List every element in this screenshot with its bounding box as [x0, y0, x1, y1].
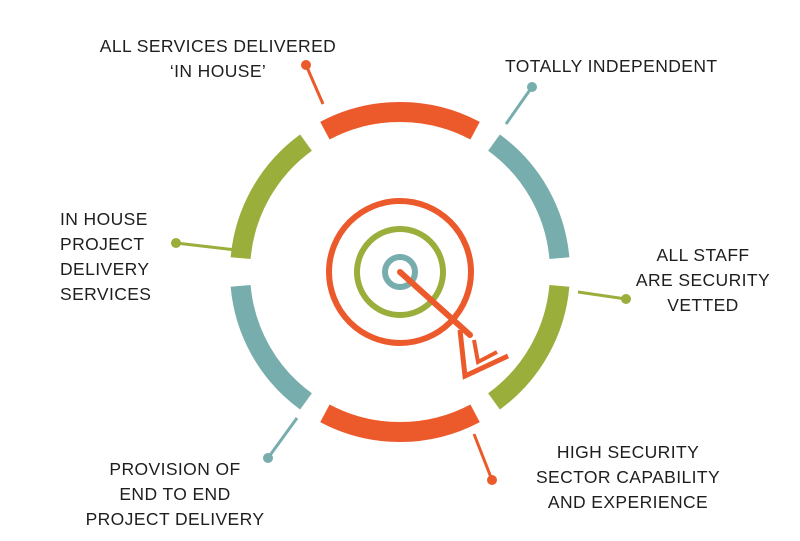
target-middle-ring: [354, 226, 446, 318]
label-line: HIGH SECURITY: [556, 442, 700, 462]
label-totally-independent: TOTALLY INDEPENDENT: [505, 54, 717, 79]
leader-line: [504, 86, 534, 125]
leader-dot: [621, 294, 631, 304]
label-line: TOTALLY INDEPENDENT: [505, 56, 718, 76]
target-inner-ring: [382, 254, 418, 290]
leader-right: [577, 290, 631, 304]
label-line: PROJECT DELIVERY: [85, 509, 265, 529]
leader-bottom-right: [472, 433, 497, 485]
leader-dot: [171, 238, 181, 248]
leader-top: [301, 60, 325, 105]
arrow-fletching-inner: [472, 339, 498, 366]
label-line: ALL SERVICES DELIVERED: [99, 36, 337, 56]
label-all-staff-security-vetted: ALL STAFF ARE SECURITY VETTED: [628, 243, 778, 318]
target-with-arrow-icon: [326, 198, 510, 380]
label-line: VETTED: [667, 295, 739, 315]
label-line: IN HOUSE: [60, 209, 148, 229]
segment-top-left: [230, 134, 313, 260]
segment-bottom-right: [487, 284, 570, 410]
leader-top-right: [504, 82, 537, 125]
label-line: ‘IN HOUSE’: [169, 61, 267, 81]
target-outer-ring: [326, 198, 474, 346]
leader-line: [472, 433, 494, 481]
segment-top-right: [487, 134, 570, 260]
leader-dot: [487, 475, 497, 485]
label-line: ARE SECURITY: [635, 270, 771, 290]
arrow-fletching-outer: [457, 329, 510, 380]
leader-lines: [171, 60, 631, 485]
arrow-shaft: [397, 269, 473, 338]
label-line: DELIVERY: [60, 259, 150, 279]
ring-segments: [230, 102, 570, 442]
label-high-security-sector: HIGH SECURITY SECTOR CAPABILITY AND EXPE…: [523, 440, 733, 515]
label-line: ALL STAFF: [656, 245, 750, 265]
label-all-services-delivered: ALL SERVICES DELIVERED ‘IN HOUSE’: [82, 34, 354, 84]
leader-line: [266, 417, 299, 459]
label-line: AND EXPERIENCE: [547, 492, 709, 512]
label-line: PROVISION OF: [109, 459, 241, 479]
label-line: PROJECT: [60, 234, 145, 254]
leader-dot: [527, 82, 537, 92]
label-in-house-project-delivery: IN HOUSE PROJECT DELIVERY SERVICES: [60, 207, 151, 307]
label-line: END TO END: [119, 484, 231, 504]
segment-top: [320, 102, 480, 140]
label-line: SERVICES: [60, 284, 152, 304]
leader-line: [175, 241, 237, 252]
leader-dot: [301, 60, 311, 70]
leader-bottom-left: [263, 417, 299, 463]
label-line: SECTOR CAPABILITY: [535, 467, 721, 487]
segment-bottom: [320, 404, 480, 442]
leader-dot: [263, 453, 273, 463]
leader-line: [577, 290, 627, 301]
leader-line: [304, 64, 325, 105]
segment-bottom-left: [230, 284, 313, 410]
label-provision-end-to-end: PROVISION OF END TO END PROJECT DELIVERY: [80, 457, 270, 532]
leader-left: [171, 238, 237, 252]
